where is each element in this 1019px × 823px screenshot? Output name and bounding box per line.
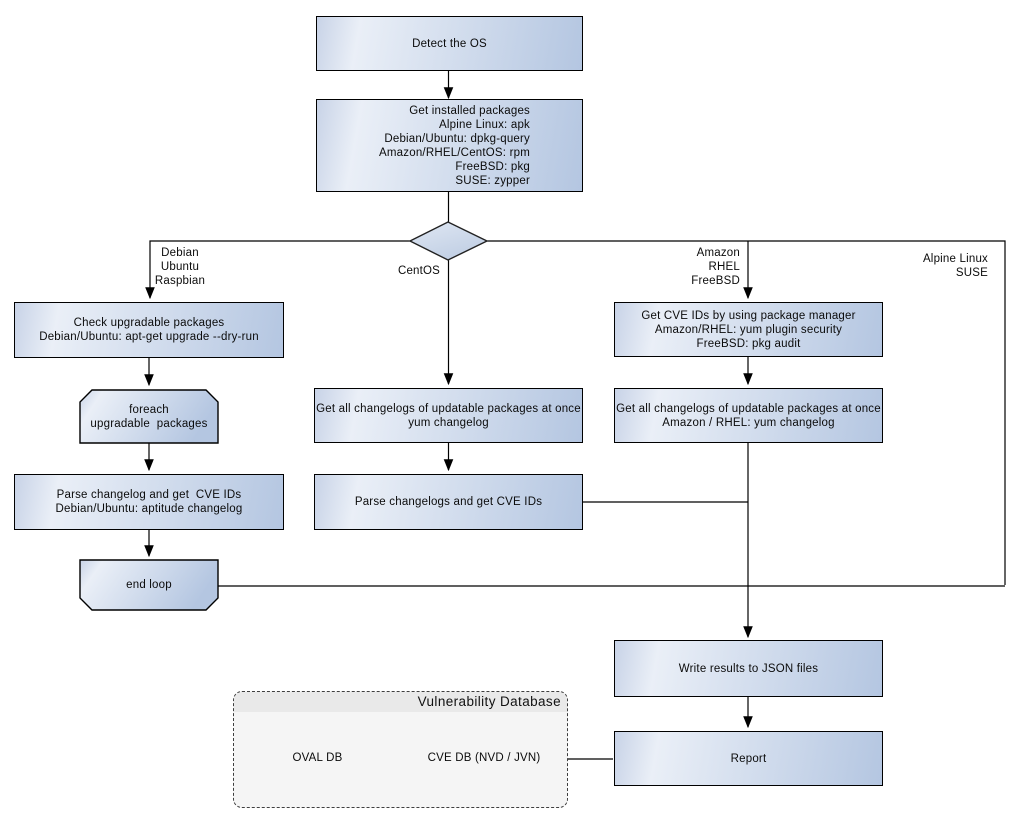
loop-start-label: foreach upgradable packages	[90, 403, 208, 430]
connector-decision-to-alpine-branch	[487, 240, 1006, 585]
node-parse-changelog-debian: Parse changelog and get CVE IDs Debian/U…	[14, 474, 284, 530]
loop-start-shape	[79, 389, 219, 444]
cylinder-cve-db-label: CVE DB (NVD / JVN)	[427, 752, 541, 764]
node-get-installed-packages-label: Get installed packages Alpine Linux: apk…	[379, 104, 530, 187]
cylinder-oval-db-label: OVAL DB	[292, 752, 343, 764]
node-get-changelogs-amazon-label: Get all changelogs of updatable packages…	[616, 402, 881, 429]
node-report: Report	[614, 731, 883, 786]
edge-label-alpine-branch: Alpine Linux SUSE	[922, 253, 988, 279]
node-get-installed-packages: Get installed packages Alpine Linux: apk…	[316, 99, 583, 192]
node-report-label: Report	[730, 752, 767, 765]
node-get-cve-ids-package-manager-label: Get CVE IDs by using package manager Ama…	[641, 309, 856, 350]
node-detect-os-label: Detect the OS	[412, 37, 487, 50]
node-get-cve-ids-package-manager: Get CVE IDs by using package manager Ama…	[614, 302, 883, 357]
node-parse-changelogs-centos: Parse changelogs and get CVE IDs	[314, 474, 583, 530]
node-get-changelogs-amazon: Get all changelogs of updatable packages…	[614, 388, 883, 443]
loop-end-label: end loop	[126, 579, 172, 591]
node-parse-changelogs-centos-label: Parse changelogs and get CVE IDs	[354, 496, 543, 508]
loop-end-shape	[79, 559, 219, 611]
node-get-changelogs-centos: Get all changelogs of updatable packages…	[314, 388, 583, 443]
vulnerability-database-group: Vulnerability Database	[233, 691, 568, 808]
vulnerability-database-title-band	[234, 692, 567, 712]
edge-label-amazon-branch: Amazon RHEL FreeBSD	[691, 247, 740, 287]
connector-decision-to-check-upgradable	[145, 240, 411, 300]
node-detect-os: Detect the OS	[316, 16, 583, 71]
node-check-upgradable-packages-label: Check upgradable packages Debian/Ubuntu:…	[39, 317, 259, 343]
node-check-upgradable-packages: Check upgradable packages Debian/Ubuntu:…	[14, 302, 284, 358]
node-parse-changelog-debian-label: Parse changelog and get CVE IDs Debian/U…	[55, 489, 243, 515]
node-get-changelogs-centos-label: Get all changelogs of updatable packages…	[316, 402, 581, 429]
decision-diamond	[408, 221, 489, 261]
edge-label-debian-branch: Debian Ubuntu Raspbian	[154, 247, 206, 287]
edge-label-centos-branch: CentOS	[397, 265, 441, 277]
node-write-results-json-label: Write results to JSON files	[678, 662, 819, 675]
vulnerability-database-title: Vulnerability Database	[417, 694, 561, 709]
node-write-results-json: Write results to JSON files	[614, 640, 883, 697]
